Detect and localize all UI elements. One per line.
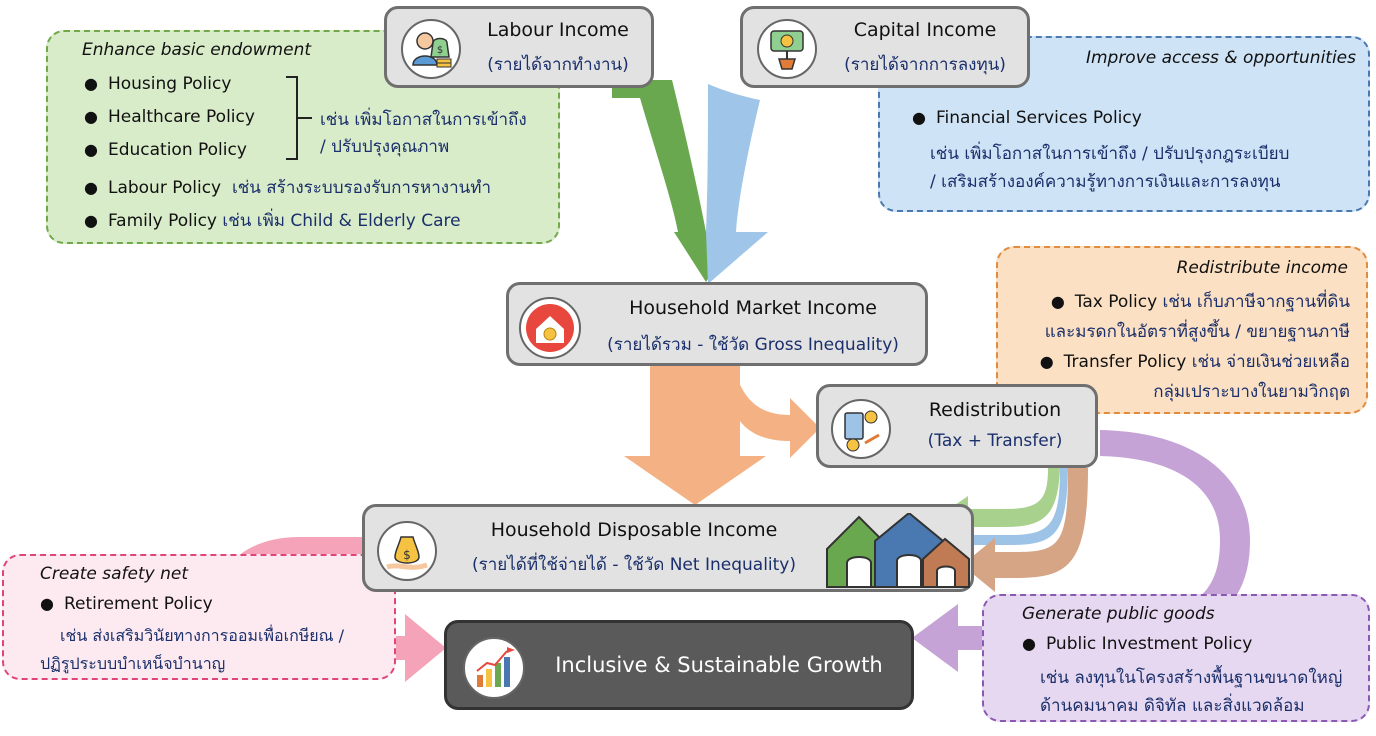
transfer-blue-arrow bbox=[944, 468, 1068, 555]
public-note-line2: ด้านคมนาคม ดิจิทัล และสิ่งแวดล้อม bbox=[1040, 696, 1305, 716]
hand-money-bag-icon: $ bbox=[377, 521, 437, 581]
redistribute-title: Redistribute income bbox=[1176, 258, 1348, 278]
redistribution-title: Redistribution bbox=[928, 399, 1062, 421]
financial-services-label: Financial Services Policy bbox=[935, 108, 1142, 128]
capital-income-box: Capital Income (รายได้จากการลงทุน) bbox=[740, 6, 1030, 88]
capital-to-market-arrow bbox=[706, 84, 768, 284]
transfer-policy-label: Transfer Policy bbox=[1063, 352, 1187, 372]
housing-policy-item: ●Housing Policy bbox=[84, 74, 232, 94]
bracket-note-1: เช่น เพิ่มโอกาสในการเข้าถึง bbox=[320, 110, 527, 130]
financial-note-line2: / เสริมสร้างองค์ความรู้ทางการเงินและการล… bbox=[930, 172, 1281, 192]
public-investment-label: Public Investment Policy bbox=[1045, 634, 1253, 654]
retirement-note-line2: ปฏิรูประบบบำเหน็จบำนาญ bbox=[40, 654, 226, 673]
family-policy-note: เช่น เพิ่ม Child & Elderly Care bbox=[222, 211, 461, 231]
public-goods-panel: Generate public goods ●Public Investment… bbox=[982, 594, 1370, 722]
education-policy-label: Education Policy bbox=[107, 140, 247, 160]
transfer-policy-item: ●Transfer Policy เช่น จ่ายเงินช่วยเหลือ bbox=[1039, 352, 1350, 372]
healthcare-policy-item: ●Healthcare Policy bbox=[84, 107, 255, 127]
transfer-policy-note: เช่น จ่ายเงินช่วยเหลือ bbox=[1191, 352, 1350, 372]
inclusive-growth-box: Inclusive & Sustainable Growth bbox=[444, 620, 914, 710]
public-goods-title: Generate public goods bbox=[1022, 604, 1215, 624]
market-income-title: Household Market Income bbox=[629, 297, 877, 319]
policy-bracket bbox=[286, 76, 298, 160]
market-to-redistribution-arrow bbox=[730, 380, 820, 458]
financial-services-item: ●Financial Services Policy bbox=[912, 108, 1142, 128]
capital-income-subtitle: (รายได้จากการลงทุน) bbox=[844, 55, 1006, 75]
labour-to-market-arrow bbox=[612, 80, 738, 282]
redistribution-to-growth-arrow bbox=[912, 430, 1250, 672]
safety-net-title: Create safety net bbox=[40, 564, 189, 584]
labour-policy-note: เช่น สร้างระบบรองรับการหางานทำ bbox=[231, 178, 492, 198]
market-income-box: Household Market Income (รายได้รวม - ใช้… bbox=[506, 282, 928, 366]
houses-icon bbox=[826, 513, 970, 588]
family-policy-label: Family Policy bbox=[107, 211, 217, 231]
safety-net-panel: Create safety net ●Retirement Policy เช่… bbox=[2, 554, 396, 680]
redistribute-panel: Redistribute income ●Tax Policy เช่น เก็… bbox=[996, 246, 1368, 414]
disposable-income-subtitle: (รายได้ที่ใช้จ่ายได้ - ใช้วัด Net Inequa… bbox=[471, 555, 796, 575]
tax-policy-item: ●Tax Policy เช่น เก็บภาษีจากฐานที่ดิน bbox=[1050, 292, 1350, 312]
calculator-coins-icon bbox=[831, 399, 891, 459]
disposable-income-box: $ Household Disposable Income (รายได้ที่… bbox=[362, 504, 974, 592]
redistribution-subtitle: (Tax + Transfer) bbox=[927, 431, 1063, 451]
retirement-note-line1: เช่น ส่งเสริมวินัยทางการออมเพื่อเกษียณ / bbox=[60, 626, 344, 645]
capital-income-title: Capital Income bbox=[853, 19, 997, 41]
bracket-connector bbox=[298, 117, 312, 119]
svg-text:$: $ bbox=[437, 45, 443, 56]
labour-policy-label: Labour Policy bbox=[107, 178, 222, 198]
endowment-title: Enhance basic endowment bbox=[82, 40, 312, 60]
tax-policy-note: เช่น เก็บภาษีจากฐานที่ดิน bbox=[1162, 292, 1350, 312]
growth-chart-icon bbox=[463, 637, 525, 699]
retirement-policy-item: ●Retirement Policy bbox=[40, 594, 213, 614]
labour-income-subtitle: (รายได้จากทำงาน) bbox=[487, 55, 629, 75]
inclusive-growth-title: Inclusive & Sustainable Growth bbox=[555, 653, 883, 677]
public-investment-item: ●Public Investment Policy bbox=[1022, 634, 1253, 654]
housing-policy-label: Housing Policy bbox=[107, 74, 232, 94]
house-coin-icon bbox=[519, 297, 581, 359]
money-bag-person-icon: $ bbox=[401, 19, 461, 79]
tax-policy-note-2: และมรดกในอัตราที่สูงขึ้น / ขยายฐานภาษี bbox=[1044, 322, 1350, 342]
labour-policy-item: ●Labour Policy เช่น สร้างระบบรองรับการหา… bbox=[84, 178, 492, 198]
retirement-policy-label: Retirement Policy bbox=[63, 594, 213, 614]
transfer-policy-note-2: กลุ่มเปราะบางในยามวิกฤต bbox=[1153, 382, 1350, 402]
public-note-line1: เช่น ลงทุนในโครงสร้างพื้นฐานขนาดใหญ่ bbox=[1040, 668, 1343, 688]
market-to-disposable-arrow bbox=[624, 362, 766, 505]
financial-note-line1: เช่น เพิ่มโอกาสในการเข้าถึง / ปรับปรุงกฎ… bbox=[930, 144, 1290, 164]
transfer-brown-arrow bbox=[962, 468, 1088, 592]
bracket-note-2: / ปรับปรุงคุณภาพ bbox=[320, 137, 450, 157]
redistribution-box: Redistribution (Tax + Transfer) bbox=[816, 384, 1098, 468]
tax-policy-label: Tax Policy bbox=[1074, 292, 1158, 312]
access-title: Improve access & opportunities bbox=[1085, 48, 1356, 68]
market-income-subtitle: (รายได้รวม - ใช้วัด Gross Inequality) bbox=[607, 335, 899, 355]
disposable-income-title: Household Disposable Income bbox=[490, 519, 778, 541]
healthcare-policy-label: Healthcare Policy bbox=[107, 107, 255, 127]
svg-text:$: $ bbox=[403, 548, 411, 562]
family-policy-item: ●Family Policy เช่น เพิ่ม Child & Elderl… bbox=[84, 211, 461, 231]
education-policy-item: ●Education Policy bbox=[84, 140, 247, 160]
money-plant-icon bbox=[757, 19, 817, 79]
labour-income-box: $ Labour Income (รายได้จากทำงาน) bbox=[384, 6, 654, 88]
labour-income-title: Labour Income bbox=[487, 19, 629, 41]
